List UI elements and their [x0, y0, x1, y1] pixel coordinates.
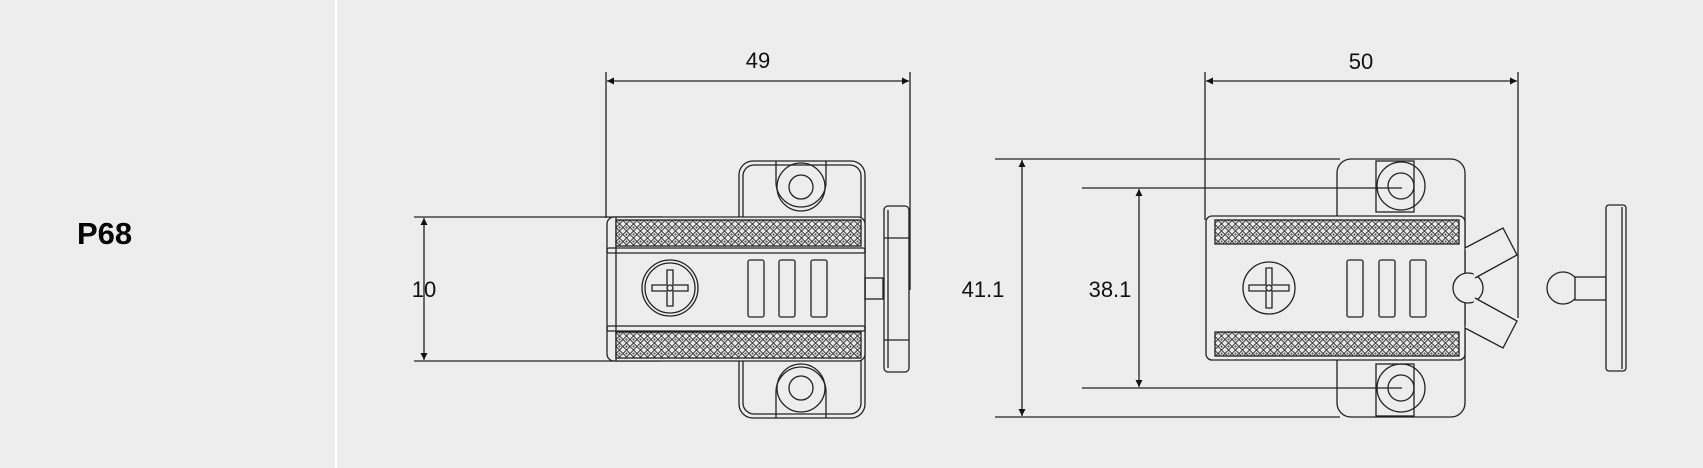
knurl-top — [1214, 219, 1460, 245]
screw-head — [1242, 261, 1296, 315]
strike-plate — [1605, 204, 1627, 372]
spring-wing — [1464, 297, 1518, 349]
dimension-label-hole-spacing: 38.1 — [1089, 277, 1132, 302]
strike-plate — [883, 205, 910, 373]
vent-slot — [810, 259, 828, 318]
vent-slot — [747, 259, 765, 318]
rear-view — [995, 72, 1627, 418]
column-divider — [335, 0, 337, 468]
screw-head — [641, 259, 699, 317]
knurl-top — [615, 219, 862, 247]
knurl-bottom — [615, 331, 862, 359]
dimension-label-overall-height: 41.1 — [962, 277, 1005, 302]
dimension-label-height: 10 — [412, 277, 436, 302]
ball-catch — [1546, 271, 1580, 305]
front-view — [414, 72, 911, 419]
vent-slot — [1378, 259, 1396, 318]
vent-slot — [1409, 259, 1427, 318]
model-label-cell: P68 — [0, 0, 335, 468]
model-name: P68 — [77, 216, 133, 251]
dimension-label-width: 50 — [1349, 49, 1373, 74]
dimension-label-width: 49 — [746, 48, 770, 73]
knurl-bottom — [1214, 331, 1460, 357]
spring-wing — [1464, 227, 1518, 279]
vent-slot — [778, 259, 796, 318]
spring-pivot — [1452, 272, 1484, 304]
vent-slot — [1346, 259, 1364, 318]
